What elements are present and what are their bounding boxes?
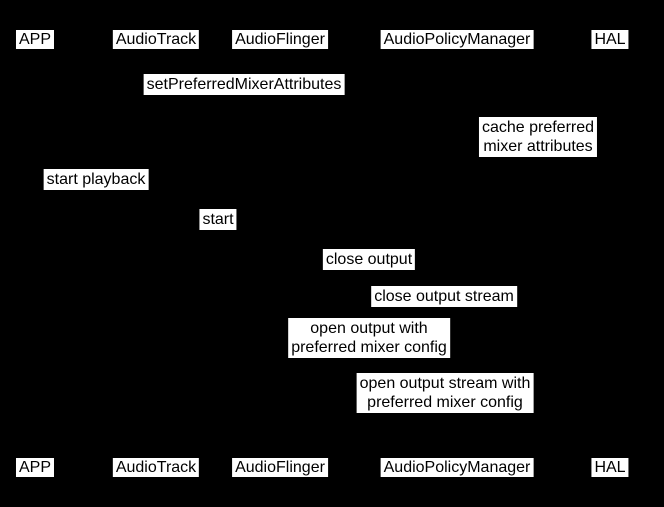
participant-bottom-hal: HAL [591,458,629,477]
participant-top-audiotrack: AudioTrack [112,30,200,49]
message-set-preferred-mixer-attributes: setPreferredMixerAttributes [143,74,345,95]
message-cache-preferred-mixer-attributes: cache preferred mixer attributes [478,117,598,157]
participant-bottom-audioflinger: AudioFlinger [232,458,328,477]
participant-top-audioflinger: AudioFlinger [232,30,328,49]
participant-bottom-app: APP [15,458,55,477]
participant-bottom-audiopolicymanager: AudioPolicyManager [380,458,534,477]
participant-bottom-audiotrack: AudioTrack [112,458,200,477]
message-start: start [199,209,237,230]
participant-top-app: APP [15,30,55,49]
participant-top-hal: HAL [591,30,629,49]
message-close-output: close output [322,249,416,270]
message-start-playback: start playback [43,169,149,190]
message-close-output-stream: close output stream [371,286,517,307]
participant-top-audiopolicymanager: AudioPolicyManager [380,30,534,49]
message-open-output-stream-with-preferred-mixer-config: open output stream with preferred mixer … [356,373,534,413]
message-open-output-with-preferred-mixer-config: open output with preferred mixer config [288,318,450,358]
